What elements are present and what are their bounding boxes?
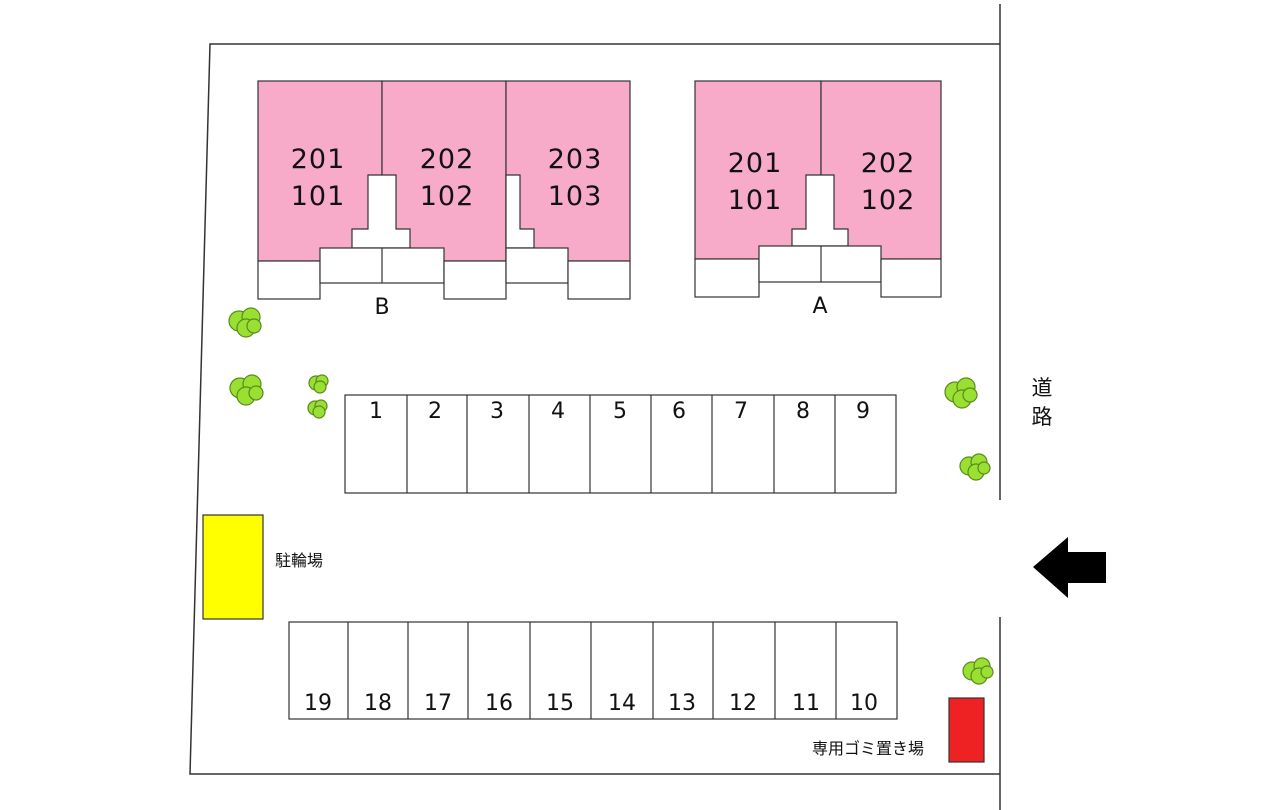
tree-icon xyxy=(307,399,328,419)
unit-b-3-upper: 203 xyxy=(547,144,603,175)
stall-14: 14 xyxy=(608,691,636,716)
trees xyxy=(228,307,994,685)
parking-bottom-row xyxy=(288,621,898,720)
unit-a-1-label: 201 101 xyxy=(695,145,815,219)
stall-19: 19 xyxy=(304,691,332,716)
building-a-label: A xyxy=(812,294,828,319)
tree-icon xyxy=(228,307,262,338)
building-b-label: B xyxy=(374,295,390,320)
stall-12: 12 xyxy=(729,691,757,716)
porch xyxy=(443,260,507,300)
unit-a-1-lower: 101 xyxy=(727,185,783,216)
unit-a-1-upper: 201 xyxy=(727,148,783,179)
stall-3: 3 xyxy=(490,399,504,424)
unit-a-2-upper: 202 xyxy=(860,148,916,179)
building-a xyxy=(694,80,942,298)
road-label: 道路 xyxy=(1031,376,1053,429)
porch xyxy=(694,258,760,298)
unit-a-2-label: 202 102 xyxy=(828,145,948,219)
stall-10: 10 xyxy=(850,691,878,716)
stall-5: 5 xyxy=(613,399,627,424)
porch xyxy=(758,245,882,283)
unit-b-2-label: 202 102 xyxy=(387,141,507,215)
stall-7: 7 xyxy=(734,399,748,424)
unit-b-3-lower: 103 xyxy=(547,181,603,212)
tree-icon xyxy=(308,374,329,394)
unit-b-1-upper: 201 xyxy=(290,144,346,175)
stall-6: 6 xyxy=(672,399,686,424)
bicycle-parking-area xyxy=(202,514,264,620)
porch xyxy=(880,258,942,298)
stall-1: 1 xyxy=(369,399,383,424)
stall-8: 8 xyxy=(796,399,810,424)
stall-2: 2 xyxy=(428,399,442,424)
stall-16: 16 xyxy=(485,691,513,716)
unit-a-2-lower: 102 xyxy=(860,185,916,216)
stall-11: 11 xyxy=(792,691,820,716)
stall-4: 4 xyxy=(551,399,565,424)
building-b xyxy=(257,80,631,300)
entry-arrow-icon xyxy=(1033,537,1106,598)
stall-18: 18 xyxy=(364,691,392,716)
parking-top-row xyxy=(344,394,897,494)
unit-b-3-label: 203 103 xyxy=(515,141,635,215)
tree-icon xyxy=(944,377,978,409)
stall-17: 17 xyxy=(424,691,452,716)
lot-boundary xyxy=(189,43,1000,775)
porch xyxy=(257,260,321,300)
tree-icon xyxy=(962,657,994,685)
stall-13: 13 xyxy=(668,691,696,716)
porch xyxy=(505,247,569,284)
stall-9: 9 xyxy=(856,399,870,424)
unit-b-1-label: 201 101 xyxy=(258,141,378,215)
tree-icon xyxy=(959,453,991,481)
stall-15: 15 xyxy=(546,691,574,716)
porch xyxy=(567,260,631,300)
unit-b-2-upper: 202 xyxy=(419,144,475,175)
bicycle-parking-label: 駐輪場 xyxy=(275,551,324,570)
unit-b-1-lower: 101 xyxy=(290,181,346,212)
tree-icon xyxy=(229,374,264,406)
unit-b-2-lower: 102 xyxy=(419,181,475,212)
garbage-area-label: 専用ゴミ置き場 xyxy=(812,739,925,758)
garbage-area xyxy=(948,697,985,763)
